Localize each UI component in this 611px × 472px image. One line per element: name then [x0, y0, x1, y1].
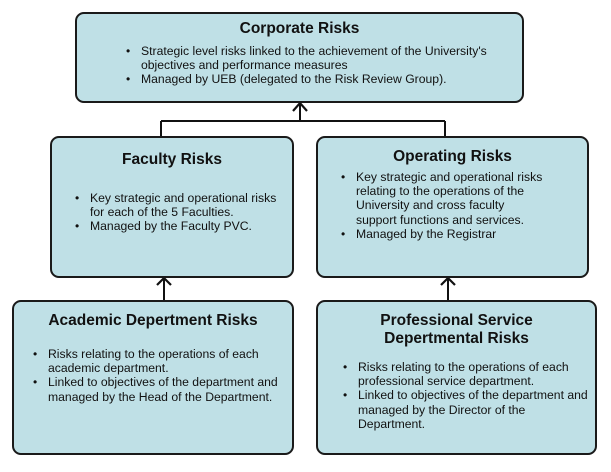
faculty-risks-bullets: Key strategic and operational risks for … — [72, 191, 287, 234]
professional-service-title-line-2: Depertmental Risks — [384, 330, 529, 347]
operating-risks-title: Operating Risks — [393, 148, 512, 165]
list-item: Managed by UEB (delegated to the Risk Re… — [123, 72, 493, 86]
corporate-risks-box: Corporate Risks Strategic level risks li… — [75, 12, 524, 103]
arrow-head-operating — [440, 276, 456, 286]
faculty-risks-box: Faculty Risks Key strategic and operatio… — [50, 136, 294, 278]
academic-department-risks-bullets: Risks relating to the operations of each… — [30, 347, 280, 404]
professional-service-risks-title: Professional Service Depertmental Risks — [318, 312, 595, 348]
corporate-risks-title: Corporate Risks — [239, 20, 360, 37]
corporate-risks-bullets: Strategic level risks linked to the achi… — [123, 44, 493, 87]
academic-department-risks-box: Academic Depertment Risks Risks relating… — [12, 300, 294, 455]
list-item: Managed by the Faculty PVC. — [72, 219, 287, 233]
academic-department-risks-title: Academic Depertment Risks — [48, 312, 258, 329]
arrow-head-corporate — [292, 101, 308, 112]
list-item: Key strategic and operational risks rela… — [338, 170, 544, 227]
operating-risks-bullets: Key strategic and operational risks rela… — [338, 170, 544, 241]
professional-service-title-line-1: Professional Service — [380, 312, 533, 329]
list-item: Strategic level risks linked to the achi… — [123, 44, 493, 72]
professional-service-risks-box: Professional Service Depertmental Risks … — [316, 300, 597, 455]
faculty-risks-title: Faculty Risks — [122, 151, 222, 168]
operating-risks-box: Operating Risks Key strategic and operat… — [316, 136, 589, 278]
arrow-head-faculty — [156, 276, 172, 286]
list-item: Risks relating to the operations of each… — [340, 360, 590, 388]
list-item: Linked to objectives of the department a… — [340, 388, 590, 431]
professional-service-risks-bullets: Risks relating to the operations of each… — [340, 360, 590, 431]
list-item: Managed by the Registrar — [338, 227, 544, 241]
list-item: Key strategic and operational risks for … — [72, 191, 287, 219]
list-item: Risks relating to the operations of each… — [30, 347, 280, 375]
list-item: Linked to objectives of the department a… — [30, 375, 280, 403]
